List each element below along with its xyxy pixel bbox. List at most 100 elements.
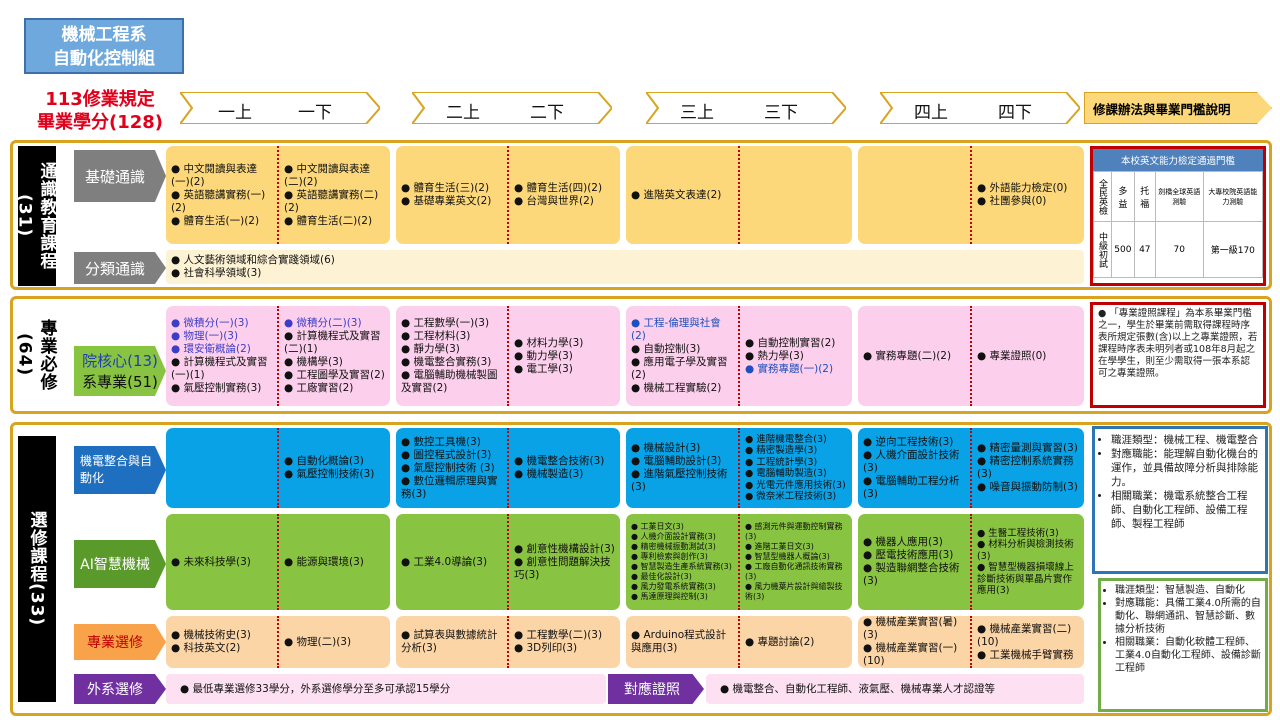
general-y1b: ● 中文閱讀與表達(二)(2) ● 英語聽講實務(二)(2) ● 體育生活(二)…	[277, 146, 390, 244]
course-item: ● 氣壓控制技術 (3)	[401, 461, 495, 474]
course-item: ● 實務專題(二)(2)	[863, 349, 952, 362]
course-item: ● 圖控程式設計(3)	[401, 448, 492, 461]
elective-label: 選修課程(33)	[18, 436, 56, 702]
course-item: ● 工業4.0導論(3)	[401, 555, 488, 568]
course-item: ● 生醫工程技術(3)	[977, 527, 1059, 539]
course-item: ● Arduino程式設計與應用(3)	[631, 629, 727, 654]
course-item: ● 中文閱讀與表達(一)(2)	[171, 162, 257, 188]
major-year-1: ● 微積分(一)(3) ● 物理(一)(3) ● 環安衛概論(2) ● 計算機程…	[166, 306, 390, 406]
course-item: ● 熱力學(3)	[745, 349, 804, 362]
course-item: ● 工廠自動化通訊技術實務(3)	[745, 562, 843, 581]
course-item: ● 人文藝術領域和綜合實踐領域(6)	[171, 254, 335, 266]
course-item: ● 電腦輔助設計(3)	[631, 455, 722, 467]
english-value: 第一級170	[1202, 221, 1264, 278]
pro-y3a: ● Arduino程式設計與應用(3)	[626, 616, 738, 668]
course-item: ● 物理(一)(3)	[171, 330, 239, 342]
course-item: ● 壓電技術應用(3)	[863, 549, 954, 561]
pro-elective-label: 專業選修	[74, 624, 166, 660]
general-y2b: ● 體育生活(四)(2) ● 台灣與世界(2)	[507, 146, 620, 244]
major-y3a: ● 工程-倫理與社會(2) ● 自動控制(3) ● 應用電子學及實習(2) ● …	[626, 306, 738, 406]
course-item: ● 社會科學領域(3)	[171, 267, 262, 279]
english-value: 500	[1111, 221, 1135, 278]
pro-y1b: ● 物理(二)(3)	[277, 616, 390, 668]
course-item: ● 感測元件與運動控制實務(3)	[745, 522, 843, 541]
general-year-2: ● 體育生活(三)(2) ● 基礎專業英文(2) ● 體育生活(四)(2) ● …	[396, 146, 620, 244]
course-item: ● 應用電子學及實習(2)	[631, 356, 728, 381]
ai-year-2: ● 工業4.0導論(3) ● 創意性機構設計(3) ● 創意性問題解決技巧(3)	[396, 514, 620, 610]
major-y1b: ● 微積分(二)(3) ● 計算機程式及實習(二)(1) ● 機構學(3) ● …	[277, 306, 390, 406]
course-item: ● 工程-倫理與社會(2)	[631, 317, 721, 342]
ai-career-note: 職涯類型：智慧製造、自動化 對應職能：具備工業4.0所需的自動化、聯網通訊、智慧…	[1098, 578, 1268, 712]
course-item: ● 自動控制(3)	[631, 343, 701, 355]
course-item: ● 最佳化設計(3)	[631, 572, 692, 581]
ai-y1a: ● 未來科技學(3)	[166, 514, 277, 610]
english-header: 劍橋全球英語測驗	[1154, 171, 1204, 222]
course-item: ● 計算機程式及實習(一)(1)	[171, 356, 268, 381]
mech-career-note: 職涯類型：機械工程、機電整合 對應職能：能理解自動化機台的運作，並具備故障分析與…	[1092, 426, 1268, 574]
year-3-header: 三上 三下	[646, 92, 846, 124]
certificate-note: ● 「專業證照課程」為本系畢業門檻之一，學生於畢業前需取得課程時序表所規定張數(…	[1090, 302, 1266, 408]
course-item: ● 外語能力檢定(0)	[977, 182, 1068, 194]
course-item: ● 科技英文(2)	[171, 642, 241, 654]
year-2-header: 二上 二下	[412, 92, 612, 124]
course-item: ● 工程數學(一)(3)	[401, 317, 490, 329]
ai-y2a: ● 工業4.0導論(3)	[396, 514, 507, 610]
ai-y2b: ● 創意性機構設計(3) ● 創意性問題解決技巧(3)	[507, 514, 620, 610]
mech-y3b: ● 進階機電整合(3) ● 精密製造學(3) ● 工程統計學(3) ● 電腦輔助…	[738, 428, 852, 508]
course-item: ● 創意性機構設計(3)	[514, 542, 615, 555]
category-general-label: 分類通識	[74, 252, 166, 284]
course-item: ● 體育生活(二)(2)	[284, 214, 373, 227]
course-item: ● 材料分析與檢測技術(3)	[977, 539, 1074, 562]
english-header: 托福	[1133, 171, 1156, 222]
course-item: ● 電腦輔助製造(3)	[745, 468, 827, 479]
ai-y3a: ● 工業日文(3) ● 人機介面設計實務(3) ● 精密機械振動測試(3) ● …	[626, 514, 738, 610]
department-title: 機械工程系 自動化控制組	[24, 18, 184, 74]
english-threshold-title: 本校英文能力檢定通過門檻	[1093, 149, 1263, 171]
course-item: ● 材料力學(3)	[514, 336, 584, 349]
course-item: ● 進階機電整合(3)	[745, 433, 827, 445]
course-item: ● 機械工程實驗(2)	[631, 382, 722, 394]
course-item: ● 物理(二)(3)	[284, 635, 352, 648]
ai-y4a: ● 機器人應用(3) ● 壓電技術應用(3) ● 製造聯網整合技術(3)	[858, 514, 970, 610]
course-item: ● 靜力學(3)	[401, 343, 460, 355]
general-y4b: ● 外語能力檢定(0) ● 社團參與(0)	[970, 146, 1084, 244]
course-item: ● 微奈米工程技術(3)	[745, 491, 837, 502]
category-general-courses: ● 人文藝術領域和綜合實踐領域(6) ● 社會科學領域(3)	[166, 250, 1084, 284]
course-item: ● 工程數學(二)(3)	[514, 629, 603, 641]
general-education-label: 通識教育課程(31)	[15, 146, 57, 286]
course-item: ● 工業機械手臂實務	[977, 648, 1074, 661]
pro-y2b: ● 工程數學(二)(3) ● 3D列印(3)	[507, 616, 620, 668]
course-item: ● 機械產業實習(二)(10)	[977, 622, 1072, 648]
general-y3b	[738, 146, 852, 244]
general-year-1: ● 中文閱讀與表達(一)(2) ● 英語聽講實務(一)(2) ● 體育生活(一)…	[166, 146, 390, 244]
course-item: ● 創意性問題解決技巧(3)	[514, 555, 611, 581]
credits-total: 畢業學分(128)	[36, 112, 164, 133]
general-education-section	[10, 140, 1272, 290]
mech-y2a: ● 數控工具機(3) ● 圖控程式設計(3) ● 氣壓控制技術 (3) ● 數位…	[396, 428, 507, 508]
certificate-label: 對應證照	[608, 674, 704, 704]
course-item: ● 中文閱讀與表達(二)(2)	[284, 162, 370, 188]
course-item: ● 英語聽講實務(二)(2)	[284, 188, 379, 214]
course-item: ● 機械產業實習(暑)(3)	[863, 616, 958, 641]
pro-year-2: ● 試算表與數據統計分析(3) ● 工程數學(二)(3) ● 3D列印(3)	[396, 616, 620, 668]
credits-rule: 113修業規定	[45, 89, 155, 110]
year-2b-label: 二下	[530, 103, 564, 123]
ai-y4b: ● 生醫工程技術(3) ● 材料分析與檢測技術(3) ● 智慧型機器損壞線上診斷…	[970, 514, 1084, 610]
english-header: 多益	[1111, 171, 1135, 222]
course-item: ● 製造聯網整合技術(3)	[863, 562, 960, 587]
general-year-3: ● 進階英文表達(2)	[626, 146, 852, 244]
course-item: ● 計算機程式及實習(二)(1)	[284, 330, 381, 355]
pro-y1a: ● 機械技術史(3) ● 科技英文(2)	[166, 616, 277, 668]
course-item: ● 人機介面設計技術(3)	[863, 448, 960, 474]
external-elective-label: 外系選修	[74, 674, 166, 704]
course-item: ● 光電元件應用技術(3)	[745, 479, 846, 491]
major-y2a: ● 工程數學(一)(3) ● 工程材料(3) ● 靜力學(3) ● 機電整合實務…	[396, 306, 507, 406]
course-item: ● 體育生活(四)(2)	[514, 182, 603, 194]
course-item: ● 進階英文表達(2)	[631, 188, 722, 201]
year-1b-label: 一下	[298, 103, 332, 123]
course-item: ● 體育生活(三)(2)	[401, 182, 490, 194]
course-item: ● 電腦輔助機械製圖及實習(2)	[401, 369, 498, 394]
course-item: ● 精密量測與實習(3)	[977, 442, 1078, 454]
course-item: ● 數位邏輯原理與實務(3)	[401, 474, 498, 500]
course-item: ● 環安衛概論(2)	[171, 343, 251, 355]
